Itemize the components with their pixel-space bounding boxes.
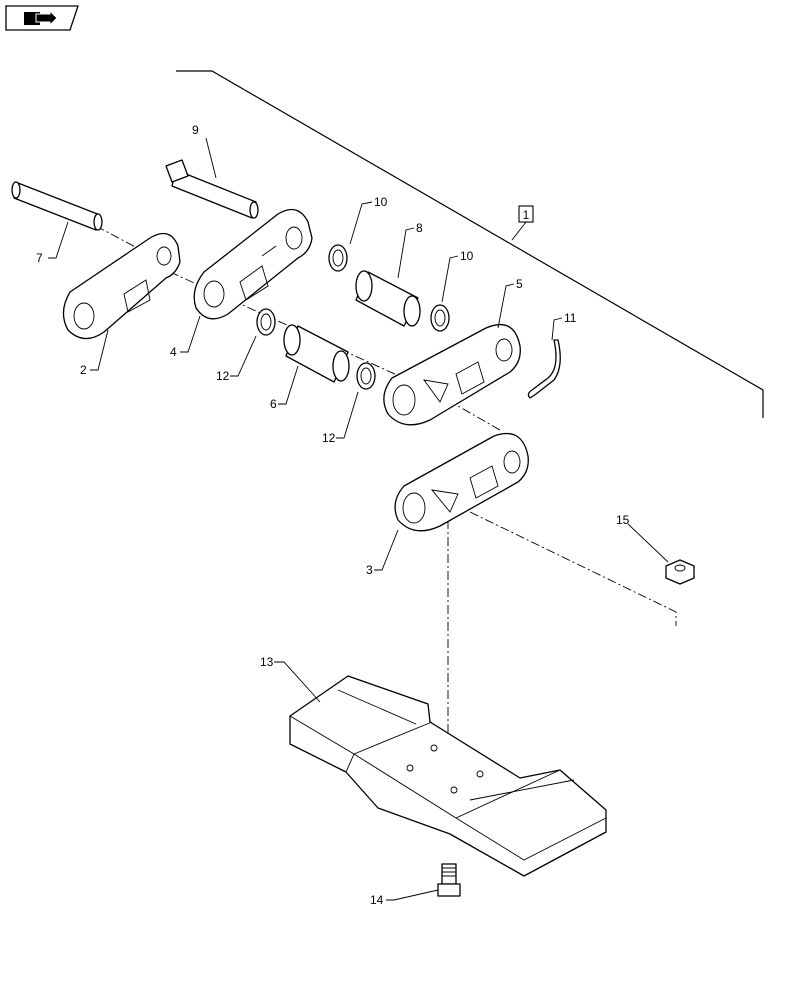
callout-15: 15 [616,513,630,527]
seal-ring-part-12b [356,362,376,390]
group-label-box: 1 [511,205,534,241]
centre-line-upper [95,225,161,261]
link-part-2 [62,232,181,340]
bushing-part-8 [355,270,421,327]
callout-9: 9 [192,123,199,137]
callout-5: 5 [516,277,523,291]
callout-4: 4 [170,345,177,359]
group-bracket-line [176,70,764,418]
callout-8: 8 [416,221,423,235]
seal-ring-part-12a [256,308,276,336]
seal-ring-part-10a [328,244,348,272]
track-shoe-part-13 [289,675,607,877]
callout-12b: 12 [322,431,336,445]
callout-13: 13 [260,655,274,669]
seal-ring-part-10b [430,304,450,332]
nav-badge[interactable] [5,5,79,31]
callout-11: 11 [564,311,577,325]
nut-part-15 [665,559,695,585]
callout-3: 3 [366,563,373,577]
leader-lines [48,137,669,901]
pin-part-7 [11,181,103,231]
centre-line-lower [469,511,677,626]
callout-2: 2 [80,363,87,377]
callout-10b: 10 [460,249,474,263]
link-part-3 [394,432,529,532]
callout-14: 14 [370,893,384,907]
group-label: 1 [523,208,530,222]
clip-part-11 [527,339,561,399]
link-part-5 [383,323,521,426]
callout-10a: 10 [374,195,388,209]
callout-12a: 12 [216,369,230,383]
bushing-part-6 [283,324,350,383]
link-part-4 [193,208,313,320]
headed-pin-part-9 [165,159,259,219]
back-arrow-book-icon [24,9,58,27]
bolt-part-14 [437,863,461,897]
callout-7: 7 [36,251,43,265]
callout-6: 6 [270,397,277,411]
